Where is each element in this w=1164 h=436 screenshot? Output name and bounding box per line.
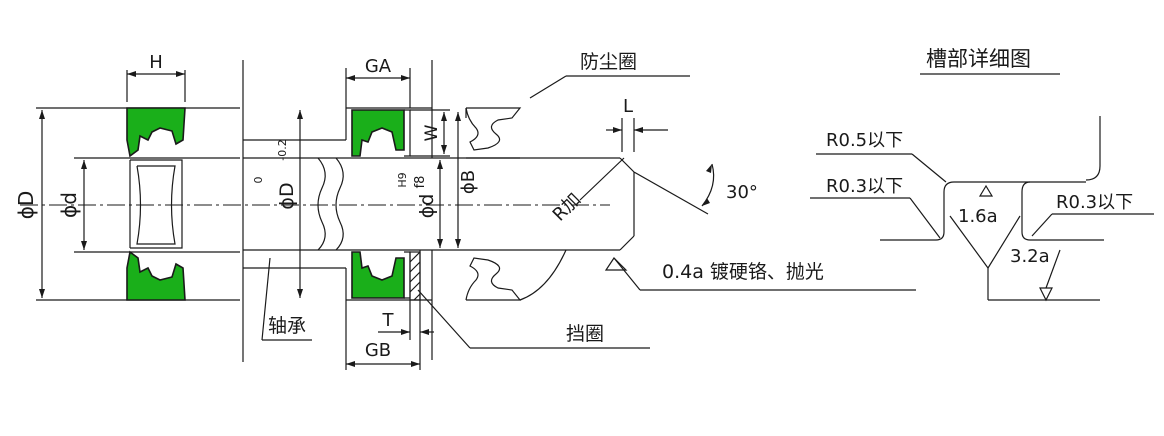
seal-lip-top [126, 107, 186, 158]
seal-lip-bottom [126, 250, 186, 301]
chamfer-length-label: L [623, 96, 633, 117]
bore-tol-upper: 0 [252, 177, 265, 184]
groove-width-b-label: GB [365, 340, 391, 361]
assembly-drawing: GA W ϕD 0 -0.2 ϕd H9 f8 ϕB [242, 51, 916, 370]
rod-tol-upper: H9 [396, 172, 409, 187]
retainer-thickness-label: T [382, 310, 395, 331]
roughness-2-label: 3.2a [1010, 246, 1050, 267]
radius-3-label: R0.3以下 [1056, 192, 1133, 213]
finish-note: 0.4a 镀硬铬、抛光 [662, 261, 824, 283]
retainer-ring [409, 251, 421, 301]
groove-detail: 槽部详细图 1.6a 3.2a R0.5以下 R0.3以下 R0.3以下 [810, 47, 1154, 302]
dust-seal-label: 防尘圈 [580, 51, 637, 73]
roughness-1-label: 1.6a [958, 206, 998, 227]
installed-seal-bottom [351, 251, 405, 299]
rod-tol-lower: f8 [413, 176, 428, 189]
width-w-label: W [422, 124, 442, 141]
seal-cross-section: H ϕD ϕd [14, 52, 610, 301]
retainer-label: 挡圈 [566, 323, 604, 345]
chamfer-radius-label: R加 [549, 189, 585, 225]
groove-width-a-label: GA [365, 56, 392, 77]
seal-height-label: H [149, 52, 163, 73]
groove-detail-title: 槽部详细图 [926, 47, 1031, 71]
radius-1-label: R0.5以下 [826, 130, 903, 151]
phi-b-label: ϕB [458, 170, 479, 194]
dust-seal-top [465, 107, 522, 151]
installed-seal-top [351, 109, 405, 157]
bearing-label: 轴承 [268, 315, 306, 337]
chamfer-angle-label: 30° [726, 182, 758, 203]
rod-dia-label: ϕd [416, 194, 438, 219]
radius-2-label: R0.3以下 [826, 176, 903, 197]
dust-seal-bottom [465, 257, 522, 301]
bore-tol-lower: -0.2 [276, 139, 289, 160]
bore-dia-label: ϕD [276, 182, 298, 209]
